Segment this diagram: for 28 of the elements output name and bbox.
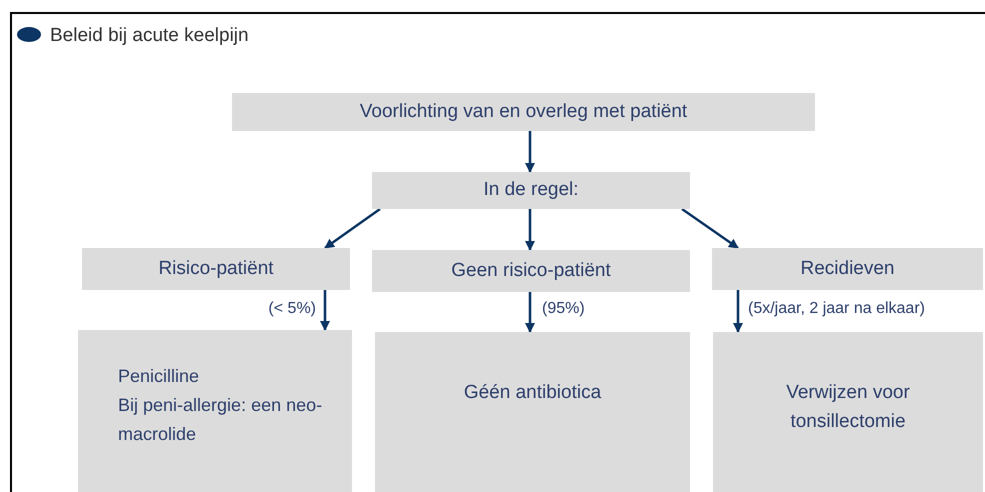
- process-box: [82, 248, 350, 290]
- arrow: [681, 208, 739, 250]
- box-text: Geen risico-patiënt: [451, 258, 611, 283]
- edge-label: (< 5%): [268, 299, 316, 319]
- box-text: Risico-patiënt: [158, 256, 274, 281]
- process-box: [78, 330, 352, 492]
- arrow: [525, 209, 535, 251]
- box-text: Bij peni-allergie: een neo-macrolide: [118, 394, 324, 446]
- title: Beleid bij acute keelpijn: [50, 24, 249, 48]
- process-box: [713, 332, 983, 492]
- arrow: [733, 290, 743, 333]
- edge-label: (95%): [542, 299, 585, 319]
- edge-label: (5x/jaar, 2 jaar na elkaar): [748, 299, 925, 319]
- process-box: [232, 93, 815, 131]
- arrow: [324, 208, 381, 250]
- arrow: [525, 292, 535, 333]
- process-box: [712, 248, 983, 290]
- arrow: [525, 131, 535, 173]
- box-text: Recidieven: [800, 256, 894, 281]
- box-text: Voorlichting van en overleg met patiënt: [360, 100, 688, 124]
- process-box: [372, 250, 690, 292]
- box-text: Géén antibiotica: [464, 381, 602, 405]
- process-box: [375, 332, 690, 492]
- box-text: In de regel:: [483, 178, 579, 202]
- arrow: [320, 290, 330, 331]
- box-text: Verwijzen voor tonsillectomie: [785, 381, 911, 434]
- box-text: Penicilline: [118, 365, 200, 388]
- process-box: [372, 172, 690, 209]
